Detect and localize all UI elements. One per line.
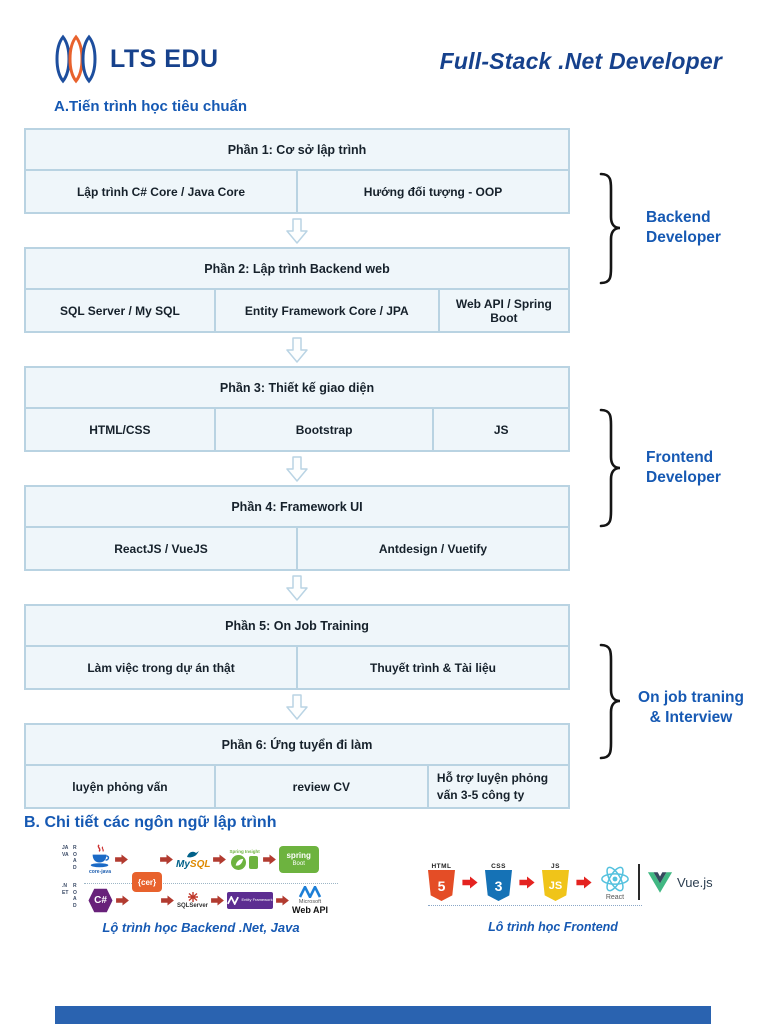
down-arrow-icon: [286, 693, 308, 720]
cer-badge: {cer}: [132, 872, 162, 892]
section-a-heading: A.Tiến trình học tiêu chuẩn: [54, 98, 248, 115]
js-shield-icon: JS: [542, 870, 569, 901]
spring-boot-badge: spring Boot: [278, 846, 319, 873]
divider-bar: [638, 864, 640, 900]
frontend-caption: Lô trình học Frontend: [488, 920, 618, 934]
section-b-heading: B. Chi tiết các ngôn ngữ lập trình: [24, 814, 277, 831]
footer-bar: [55, 1006, 711, 1024]
css3-shield-icon: 3: [485, 870, 512, 901]
onjob-interview-label: On job traning& Interview: [638, 689, 744, 727]
phase-4-cell: ReactJS / VueJS: [114, 541, 208, 556]
header-logo: LTS EDU: [52, 34, 219, 84]
dotnet-wave-icon: [227, 896, 240, 905]
phase-2: Phần 2: Lập trình Backend web SQL Server…: [24, 247, 570, 333]
react-label: React: [605, 893, 625, 901]
phase-4: Phần 4: Framework UI ReactJS / VueJS Ant…: [24, 485, 570, 571]
flow-arrow-icon: [576, 876, 592, 888]
logo-text: LTS EDU: [110, 44, 219, 73]
react-atom-icon: [601, 866, 629, 891]
backend-brace-icon: [599, 172, 621, 285]
vue-icon: [647, 871, 673, 893]
phase-6-title: Phần 6: Ứng tuyển đi làm: [26, 725, 568, 766]
frontend-flow: HTML 5 CSS 3 JS JS React: [428, 856, 738, 908]
rail-net: .NET ROAD: [62, 883, 77, 909]
phase-3: Phần 3: Thiết kế giao diện HTML/CSS Boot…: [24, 366, 570, 452]
rail-java: JAVA ROAD: [62, 845, 77, 871]
html5-shield-icon: 5: [428, 870, 455, 901]
spring-leaf-icon: [231, 855, 247, 870]
backend-flow: JAVA ROAD .NET ROAD core-java: [58, 842, 344, 922]
webapi-logo: Microsoft Web API: [292, 886, 328, 915]
phase-3-title: Phần 3: Thiết kế giao diện: [26, 368, 568, 409]
phase-5: Phần 5: On Job Training Làm việc trong d…: [24, 604, 570, 690]
java-cup-icon: [90, 844, 110, 868]
phase-6-cell: Hỗ trợ luyện phỏng vấn 3-5 công ty: [426, 766, 568, 807]
flow-arrow-icon: [262, 854, 276, 865]
spring-logo: Spring Insight: [229, 849, 260, 870]
backend-caption: Lộ trình học Backend .Net, Java: [102, 920, 300, 935]
flow-arrow-icon: [462, 876, 478, 888]
phase-4-title: Phần 4: Framework UI: [26, 487, 568, 528]
lts-logo-icon: [55, 34, 97, 84]
phase-1: Phần 1: Cơ sở lập trình Lập trình C# Cor…: [24, 128, 570, 214]
phase-4-cell: Antdesign / Vuetify: [296, 528, 568, 569]
flow-arrow-icon: [276, 895, 289, 906]
phase-5-cell: Thuyết trình & Tài liệu: [296, 647, 568, 688]
js-logo: JS JS: [542, 863, 569, 901]
flow-arrow-icon: [115, 854, 128, 865]
vue-label: Vue.js: [677, 874, 713, 890]
mysql-logo: MySQL: [176, 850, 210, 870]
down-arrow-icon: [286, 217, 308, 244]
html5-logo: HTML 5: [428, 863, 455, 901]
flow-arrow-icon: [211, 895, 224, 906]
phase-3-cell: HTML/CSS: [89, 422, 151, 437]
css3-logo: CSS 3: [485, 863, 512, 901]
flow-arrow-icon: [161, 895, 174, 906]
down-arrow-icon: [286, 574, 308, 601]
phase-6: Phần 6: Ứng tuyển đi làm luyện phỏng vấn…: [24, 723, 570, 809]
phase-5-title: Phần 5: On Job Training: [26, 606, 568, 647]
mysql-dolphin-icon: [187, 850, 200, 857]
flow-arrow-icon: [160, 854, 173, 865]
phase-1-cell: Lập trình C# Core / Java Core: [76, 184, 246, 199]
flow-arrow-icon: [519, 876, 535, 888]
phase-2-cell: Web API / Spring Boot: [437, 290, 568, 331]
road-rails: JAVA ROAD .NET ROAD: [62, 845, 80, 909]
java-logo: core-java: [88, 844, 112, 875]
onjob-brace-icon: [599, 643, 621, 760]
spring-caption: Spring Insight: [229, 849, 260, 854]
spring-block-icon: [249, 856, 259, 869]
phase-3-cell: JS: [432, 409, 568, 450]
page-title: Full-Stack .Net Developer: [439, 48, 722, 74]
phase-3-cell: Bootstrap: [213, 409, 433, 450]
flow-arrow-icon: [116, 895, 129, 906]
entity-framework-badge: Entity Framework: [227, 892, 274, 909]
flow-divider-line: [84, 883, 338, 884]
java-label: core-java: [89, 869, 111, 875]
flow-divider-line: [428, 905, 642, 906]
phase-2-cell: Entity Framework Core / JPA: [213, 290, 438, 331]
dotnet-wave-icon: [298, 886, 322, 898]
down-arrow-icon: [286, 455, 308, 482]
sqlserver-logo: SQLServer: [177, 892, 208, 909]
sqlserver-icon: [187, 892, 198, 902]
phase-2-title: Phần 2: Lập trình Backend web: [26, 249, 568, 290]
down-arrow-icon: [286, 336, 308, 363]
phase-2-cell: SQL Server / My SQL: [59, 303, 180, 318]
phase-5-cell: Làm việc trong dự án thật: [87, 660, 235, 675]
phase-6-cell: review CV: [213, 766, 427, 807]
phase-6-cell: luyện phỏng vấn: [72, 779, 168, 794]
phase-1-title: Phần 1: Cơ sở lập trình: [26, 130, 568, 171]
vue-logo: Vue.js: [647, 871, 713, 894]
flow-arrow-icon: [213, 854, 227, 865]
phase-1-cell: Hướng đối tượng - OOP: [296, 171, 568, 212]
csharp-icon: C#: [88, 888, 113, 913]
react-logo: React: [599, 864, 631, 901]
learning-flow: Phần 1: Cơ sở lập trình Lập trình C# Cor…: [24, 128, 570, 809]
frontend-brace-icon: [599, 408, 621, 528]
